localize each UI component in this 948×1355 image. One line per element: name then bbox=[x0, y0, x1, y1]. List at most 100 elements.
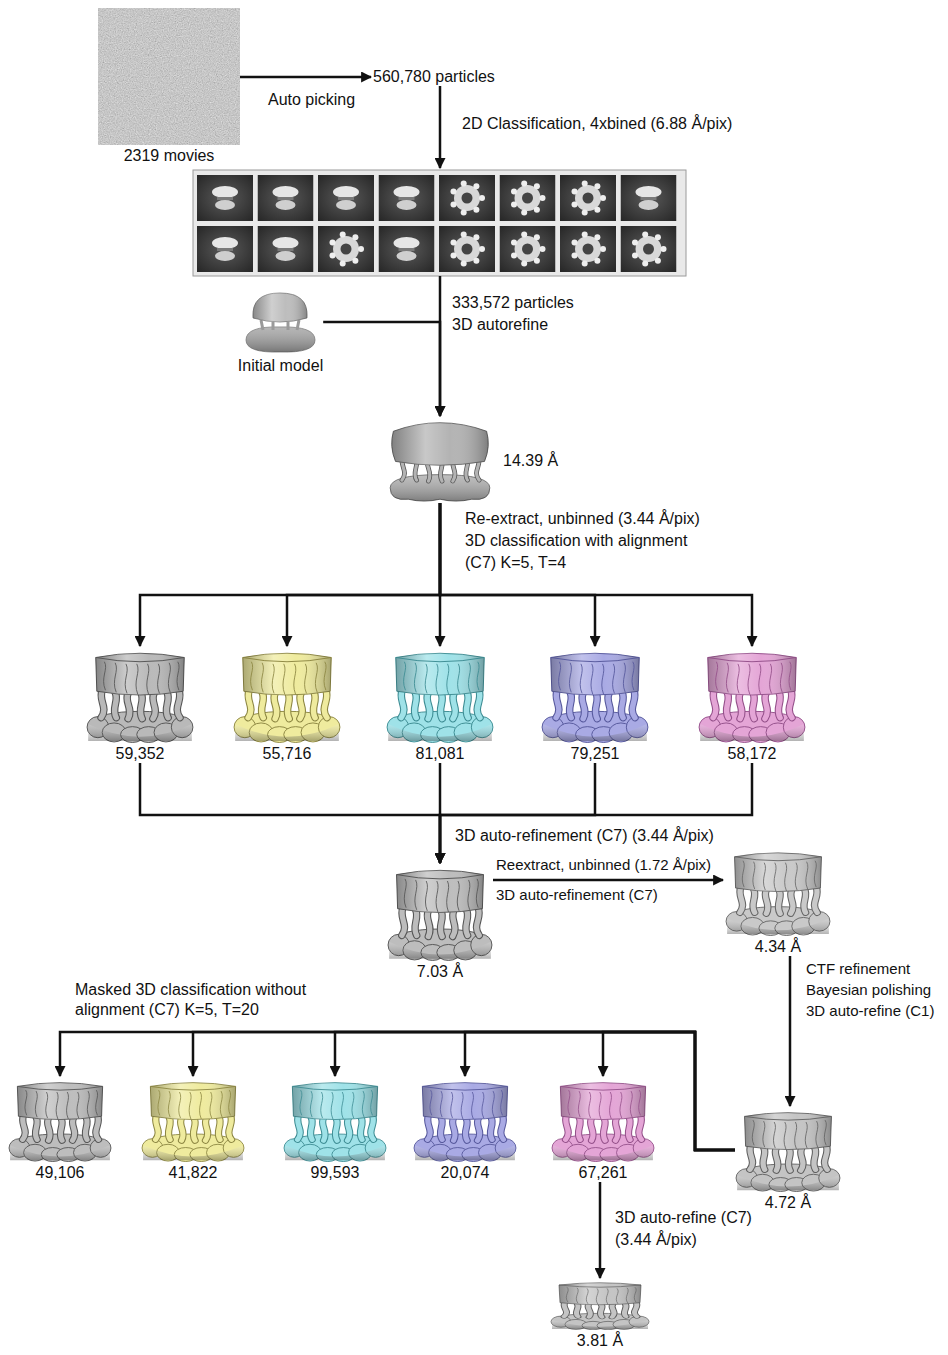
class-map: 49,106 bbox=[8, 1078, 112, 1182]
class-map: 79,251 bbox=[541, 648, 649, 763]
class-average bbox=[258, 226, 314, 272]
flow-arrow bbox=[193, 1032, 735, 1150]
class-map: 58,172 bbox=[698, 648, 806, 763]
density-map bbox=[551, 1283, 649, 1330]
flow-arrow bbox=[335, 1032, 735, 1150]
step-label: Re-extract, unbinned (3.44 Å/pix) 3D cla… bbox=[465, 508, 715, 574]
density-map: 14.39 Å bbox=[387, 418, 558, 503]
density-map bbox=[234, 653, 340, 742]
density-map: 4.34 Å bbox=[725, 848, 831, 956]
caption-text: Initial model bbox=[238, 357, 323, 375]
class-average bbox=[500, 175, 556, 221]
caption-text: 4.72 Å bbox=[765, 1194, 811, 1212]
density-map bbox=[87, 653, 193, 742]
density-map bbox=[542, 653, 648, 742]
caption-text: 81,081 bbox=[416, 745, 465, 763]
caption-text: 2319 movies bbox=[124, 147, 215, 165]
class-map: 99,593 bbox=[283, 1078, 387, 1182]
flow-arrow bbox=[440, 763, 752, 863]
density-map bbox=[142, 1083, 244, 1162]
class-grid-frame bbox=[193, 170, 686, 276]
density-map bbox=[552, 1083, 654, 1162]
caption-text: 55,716 bbox=[263, 745, 312, 763]
density-map bbox=[414, 1083, 516, 1162]
flow-arrow bbox=[603, 1032, 735, 1150]
caption-text: 58,172 bbox=[728, 745, 777, 763]
class-average bbox=[258, 175, 314, 221]
caption-text: 4.34 Å bbox=[755, 938, 801, 956]
text-node: 560,780 particles bbox=[373, 68, 495, 86]
step-label: 333,572 particles 3D autorefine bbox=[452, 292, 587, 336]
step-label: 3D auto-refine (C7) (3.44 Å/pix) bbox=[615, 1207, 765, 1251]
class-average bbox=[560, 226, 616, 272]
flow-arrow bbox=[599, 1182, 602, 1278]
density-map bbox=[388, 870, 492, 960]
caption-text: 7.03 Å bbox=[417, 963, 463, 981]
class-average-grid bbox=[193, 170, 686, 276]
micrograph: 2319 movies bbox=[98, 8, 240, 165]
density-map: 4.72 Å bbox=[735, 1108, 841, 1212]
class-average bbox=[500, 226, 556, 272]
class-average bbox=[439, 175, 495, 221]
flow-arrow bbox=[789, 956, 792, 1106]
density-map bbox=[387, 653, 493, 742]
initial-model: Initial model bbox=[238, 290, 323, 375]
caption-text: 59,352 bbox=[116, 745, 165, 763]
caption-text: 99,593 bbox=[311, 1164, 360, 1182]
caption-text: 49,106 bbox=[36, 1164, 85, 1182]
density-map: 7.03 Å bbox=[387, 865, 493, 981]
flow-arrow bbox=[440, 763, 595, 863]
class-map: 81,081 bbox=[386, 648, 494, 763]
class-average bbox=[621, 175, 677, 221]
density-map bbox=[699, 653, 805, 742]
caption-text: 20,074 bbox=[441, 1164, 490, 1182]
class-average bbox=[379, 175, 435, 221]
class-average bbox=[439, 226, 495, 272]
caption-text: 3.81 Å bbox=[577, 1332, 623, 1350]
flow-arrow bbox=[287, 503, 440, 646]
flow-arrow bbox=[240, 76, 371, 79]
caption-text: 41,822 bbox=[169, 1164, 218, 1182]
class-average bbox=[379, 226, 435, 272]
density-map bbox=[726, 853, 830, 936]
flow-arrow bbox=[140, 503, 440, 646]
class-map: 41,822 bbox=[141, 1078, 245, 1182]
caption-text: 560,780 particles bbox=[373, 68, 495, 86]
class-map: 20,074 bbox=[413, 1078, 517, 1182]
density-map bbox=[284, 1083, 386, 1162]
class-average bbox=[318, 175, 374, 221]
density-map: 3.81 Å bbox=[550, 1280, 650, 1350]
flow-arrow bbox=[440, 503, 752, 646]
class-map: 59,352 bbox=[86, 648, 194, 763]
class-average bbox=[621, 226, 677, 272]
class-average bbox=[197, 175, 253, 221]
flow-arrow bbox=[60, 1032, 735, 1150]
flow-arrow bbox=[323, 322, 440, 416]
flow-arrow bbox=[493, 879, 723, 882]
caption-text: 14.39 Å bbox=[503, 452, 558, 470]
class-map: 55,716 bbox=[233, 648, 341, 763]
step-label: Masked 3D classification without alignme… bbox=[75, 980, 325, 1020]
class-average bbox=[318, 226, 374, 272]
caption-text: 79,251 bbox=[571, 745, 620, 763]
step-label: 3D auto-refinement (C7) (3.44 Å/pix) bbox=[455, 826, 714, 846]
micrograph-image bbox=[98, 8, 240, 145]
class-map: 67,261 bbox=[551, 1078, 655, 1182]
initial-model-figure bbox=[246, 293, 315, 352]
step-label: Reextract, unbinned (1.72 Å/pix) 3D auto… bbox=[496, 850, 718, 910]
density-map bbox=[736, 1113, 840, 1192]
step-label: 2D Classification, 4xbined (6.88 Å/pix) bbox=[462, 114, 732, 134]
density-map bbox=[9, 1083, 111, 1162]
flow-arrow bbox=[140, 763, 440, 863]
density-map bbox=[390, 423, 490, 501]
step-label: Auto picking bbox=[268, 90, 355, 110]
class-average bbox=[560, 175, 616, 221]
class-average bbox=[197, 226, 253, 272]
step-label: CTF refinement Bayesian polishing 3D aut… bbox=[806, 958, 941, 1021]
flow-arrow bbox=[465, 1032, 735, 1150]
flow-arrow bbox=[439, 86, 442, 168]
caption-text: 67,261 bbox=[579, 1164, 628, 1182]
